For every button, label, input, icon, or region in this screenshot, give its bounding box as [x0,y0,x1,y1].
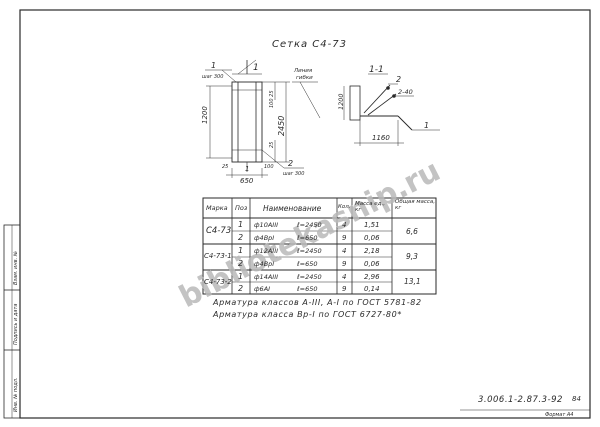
dim-100-bottom: 100 [264,164,274,170]
bend-leader [299,81,321,119]
cell-mark-group-3: С4-73-2 [204,278,232,286]
step-label-bottom: шаг 300 [283,171,304,177]
cell-qty-r3: 4 [342,247,347,255]
mark-1-left: 1 [211,61,216,70]
step-label-top: шаг 300 [202,74,223,80]
format-label: Формат А4 [545,412,574,418]
cell-pos-r2: 2 [238,233,244,242]
th-mark: Марка [206,204,228,212]
cell-name-r4: ф4ВрI [254,260,275,268]
section-dim-2-40: 2-40 [398,88,413,96]
mark-2-bottom: 2 [288,159,293,168]
sheet-frame [19,9,591,419]
spec-table-grid [202,197,437,295]
bend-label-2: гибки [296,75,313,81]
cell-pos-r1: 1 [238,220,244,229]
section-title: 1-1 [369,65,384,75]
dim-1200: 1200 [201,106,209,124]
cell-len-r2: ℓ=650 [297,234,318,242]
cell-total-group-2: 9,3 [406,252,418,261]
document-code: 3.006.1-2.87.3-92 [478,395,563,405]
cell-mark-group-1: С4-73 [206,226,232,236]
cell-pos-r6: 2 [238,284,244,293]
section-mark-1: 1 [424,121,429,130]
stamp-inv: Инв. № подл. [13,378,19,413]
mark-1-top: 1 [253,63,259,73]
cell-name-r1: ф10АIII [254,221,279,229]
cell-mass-r1: 1,51 [364,221,380,229]
cell-qty-r4: 9 [342,260,347,268]
dim-25-bottom: 25 [222,164,228,170]
cell-name-r2: ф4ВрI [254,234,275,242]
cell-mass-r4: 0,06 [364,260,380,268]
cell-len-r3: ℓ=2450 [297,247,322,255]
dim-650: 650 [240,177,254,185]
cell-len-r5: ℓ=2450 [297,273,322,281]
cell-len-r1: ℓ=2450 [297,221,322,229]
dim-100-25: 100 25 [269,91,275,109]
cell-mass-r2: 0,06 [364,234,380,242]
th-total: Общая масса, кг [395,199,436,212]
bend-label-1: Линия [293,68,313,74]
drawing-title: Сетка С4-73 [272,39,347,50]
cell-name-r3: ф12АIII [254,247,279,255]
sheet-number: 84 [572,395,581,403]
stamp-sign: Подпись и дата [13,304,19,345]
cell-len-r6: ℓ=650 [297,285,318,293]
stamp-vzam: Взам. инв. № [13,251,19,285]
note-1: Арматура классов А-III, А-I по ГОСТ 5781… [213,298,422,307]
dim-2450: 2450 [277,116,286,136]
cell-pos-r3: 1 [238,246,244,255]
cell-mass-r3: 2,18 [364,247,380,255]
cell-len-r4: ℓ=650 [297,260,318,268]
cell-name-r6: ф6АI [254,285,271,293]
cell-mass-r5: 2,96 [364,273,380,281]
cell-qty-r5: 4 [342,273,347,281]
th-qty: Кол. [338,204,351,210]
note-2: Арматура класса Вр-I по ГОСТ 6727-80* [213,310,402,319]
section-dim-1200: 1200 [337,93,345,110]
dim-25-top: 25 [269,142,275,148]
section-mark-2: 2 [396,75,401,84]
mark-1-bottom: 1 [245,165,249,173]
th-mass: Масса ед., кг [355,201,385,214]
cell-qty-r6: 9 [342,285,347,293]
cell-pos-r5: 1 [238,272,244,281]
cell-total-group-3: 13,1 [404,277,421,286]
mesh-front-view [205,59,304,178]
side-stamp: Взам. инв. № Подпись и дата Инв. № подл. [3,224,21,419]
cell-pos-r4: 2 [238,259,244,268]
cell-name-r5: ф14АIII [254,273,279,281]
cell-mass-r6: 0,14 [364,285,380,293]
th-name: Наименование [263,204,322,213]
cell-qty-r2: 9 [342,234,347,242]
cell-qty-r1: 4 [342,221,347,229]
cell-mark-group-2: С4-73-1 [204,252,232,260]
cell-total-group-1: 6,6 [406,227,418,236]
section-dim-1160: 1160 [372,134,390,142]
section-view [343,73,440,146]
th-pos: Поз [235,204,248,212]
